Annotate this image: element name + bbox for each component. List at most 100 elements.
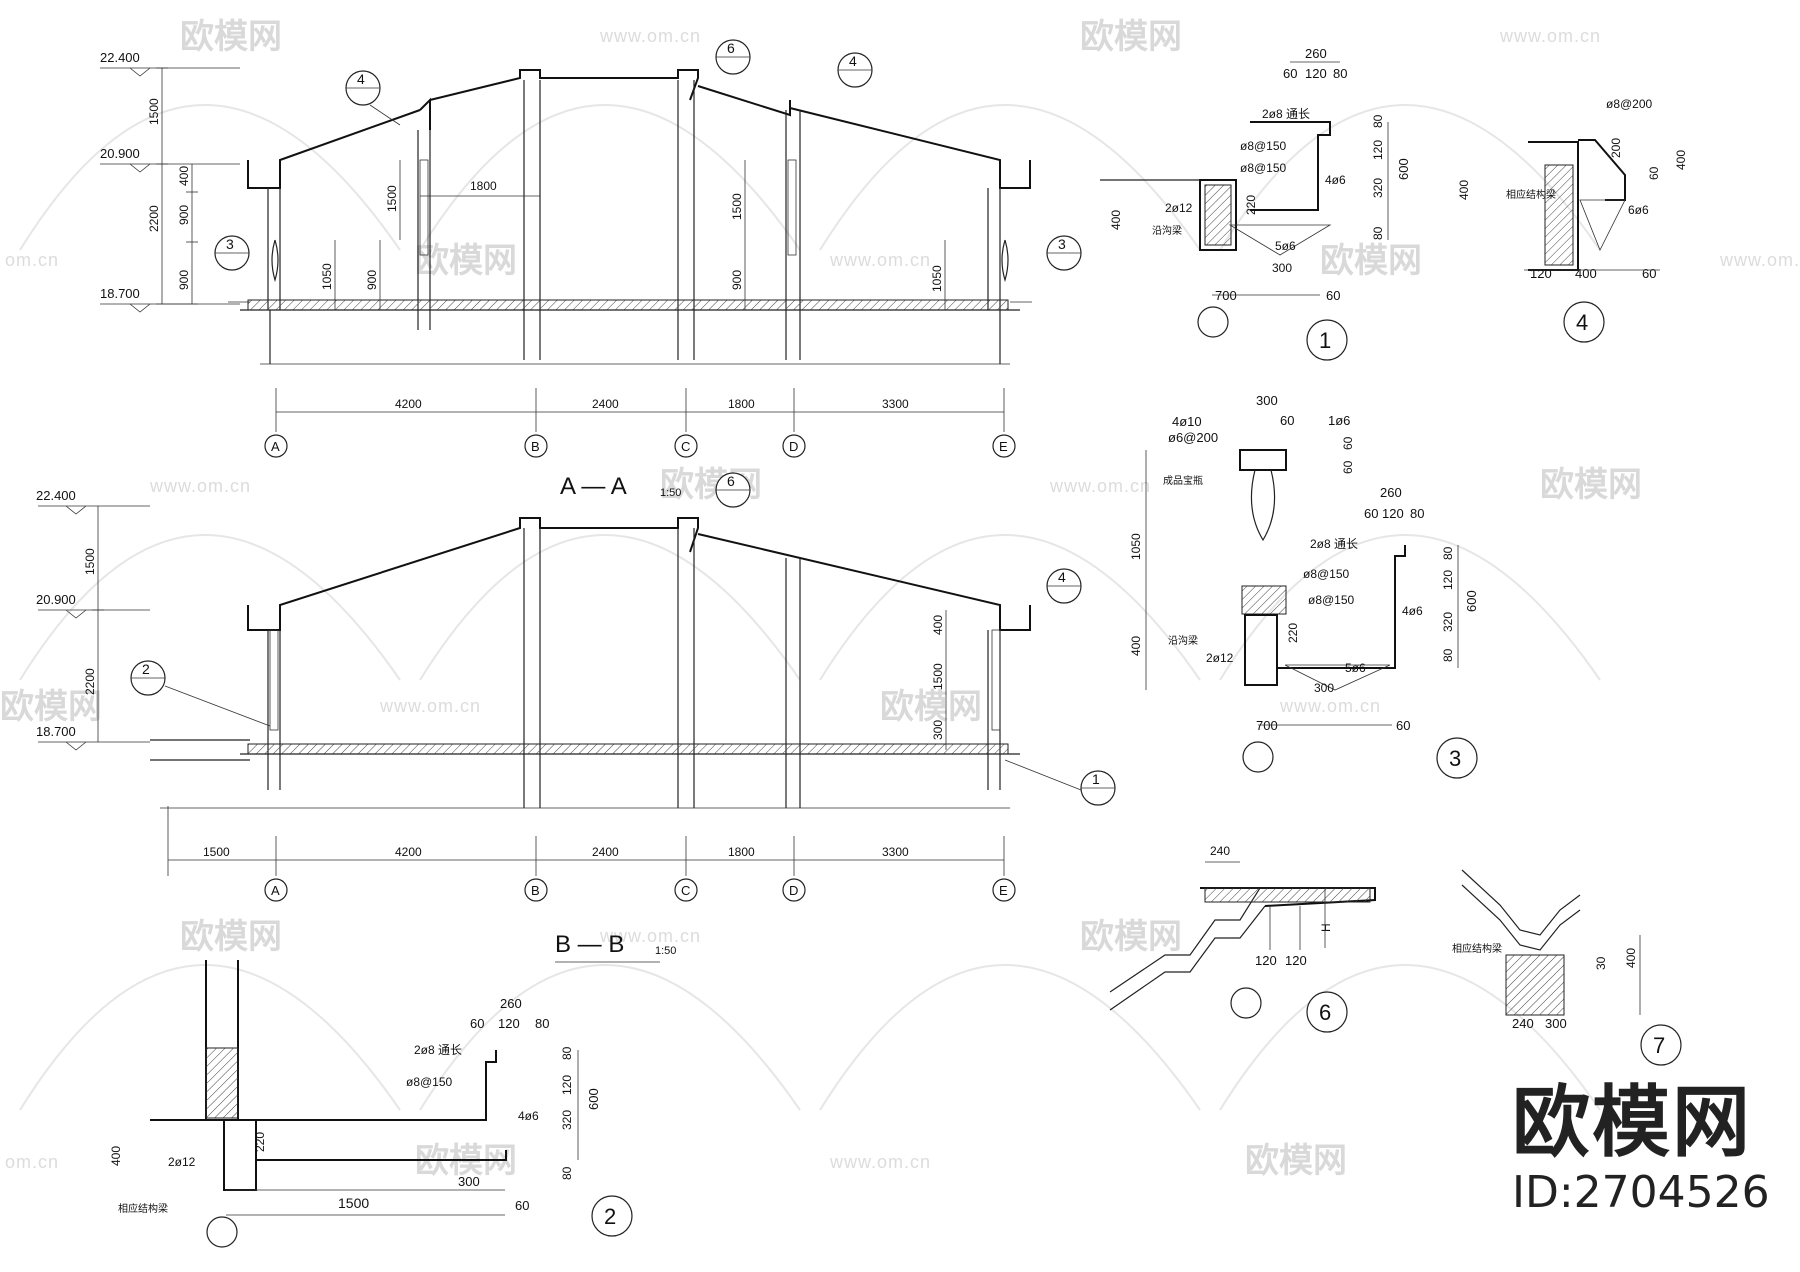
dim-label: 700 [1215,288,1237,303]
watermark-layer: 欧模网 欧模网 www.om.cn www.om.cn 欧模网 欧模网 om.c… [0,18,1800,1180]
callout-number: 4 [849,53,857,69]
watermark-url: www.om.cn [1279,696,1381,716]
elevation-label: 22.400 [100,50,140,65]
watermark-url: om.cn [5,250,59,270]
section-callouts: 6 4 2 1 [130,472,1116,806]
dim-label: 600 [1464,590,1479,612]
rebar-label: ø8@150 [1303,567,1350,581]
section-scale: 1:50 [655,945,676,957]
elevation-marks: 22.400 20.900 18.700 [36,488,150,751]
dim-label: 1500 [338,1195,369,1211]
watermark-url: om.cn [5,1152,59,1172]
inner-dimensions: 1800 1500 1050 900 1500 900 1050 [320,160,946,310]
beam-label: 相应结构梁 [118,1202,168,1215]
dim-label: 300 [458,1174,480,1189]
watermark-brand: 欧模网 [0,688,102,726]
detail-6: 240 H 120 120 6 [1109,844,1376,1033]
section-bb: 22.400 20.900 18.700 1500 2200 [36,472,1116,963]
axis-label: B [531,883,540,898]
dim-label: 320 [560,1110,574,1130]
axis-label: A [271,883,280,898]
dim-label: 300 [1545,1016,1567,1031]
detail-4: ø8@200 6ø6 200 60 400 400 120 400 60 相应结… [1457,97,1688,343]
detail-number: 2 [604,1204,616,1229]
section-outline [228,69,1032,365]
dim-label: 80 [1371,226,1385,240]
dim-label: 60 [1364,506,1378,521]
watermark-url: www.om.cn [379,696,481,716]
beam-label: 相应结构梁 [1506,188,1556,201]
detail-3: 300 60 1ø6 60 60 4ø10 ø6@200 成品宝瓶 260 60… [1129,393,1479,779]
dim-label: 60 [1326,288,1340,303]
rebar-label: 4ø10 [1172,414,1202,429]
rebar-label: ø8@150 [1240,139,1287,153]
axis-label: C [681,439,690,454]
detail-1: 260 60 120 80 2ø8 通长 ø8@150 ø8@150 4ø6 2… [1100,46,1411,361]
dim-label: 60 [1341,436,1355,450]
dim-label: 1050 [320,263,334,290]
dim-label: 900 [730,270,744,290]
dim-label: 260 [1380,485,1402,500]
dim-label: 80 [535,1016,549,1031]
dim-label: 320 [1441,612,1455,632]
dim-label: 220 [253,1132,267,1152]
detail-number: 4 [1576,310,1588,335]
rebar-label: 6ø6 [1628,203,1649,217]
watermark-url: www.om.cn [1719,250,1800,270]
section-title: B — B [555,931,624,958]
dim-label: 120 [1530,266,1552,281]
rebar-label: ø8@150 [406,1075,453,1089]
dim-label: 220 [1244,195,1258,215]
dim-label: 300 [1272,261,1292,275]
dim-label: 1800 [470,179,497,193]
detail-7: 30 400 240 300 相应结构梁 7 [1452,869,1682,1066]
rail-label: 成品宝瓶 [1163,474,1203,487]
detail-number: 6 [1319,1000,1331,1025]
dim-label: 80 [1441,546,1455,560]
dim-label: 60 [515,1198,529,1213]
dim-label: 2200 [83,668,97,695]
elevation-label: 18.700 [100,286,140,301]
dim-label: 60 [1396,718,1410,733]
beam-label: 相应结构梁 [1452,942,1502,955]
section-outline [150,517,1031,809]
dim-label: 1500 [730,193,744,220]
dim-label: 1050 [930,265,944,292]
section-aa: 22.400 20.900 18.700 1500 2200 400 900 9… [100,39,1082,500]
rebar-label: ø8@150 [1308,593,1355,607]
detail-number: 1 [1319,328,1331,353]
dim-label: 120 [1382,506,1404,521]
dim-label: 1500 [385,185,399,212]
dim-label: 60 [1283,66,1297,81]
section-title: A — A [560,473,627,500]
dim-label: H [1319,923,1333,932]
dim-label: 60 [1642,266,1656,281]
dim-label: 1050 [1129,533,1143,560]
span-label: 3300 [882,397,909,411]
dim-label: 60 [1280,413,1294,428]
rebar-label: 5ø6 [1345,661,1366,675]
callout-number: 4 [1058,569,1066,585]
span-label: 2400 [592,845,619,859]
elevation-label: 20.900 [36,592,76,607]
rebar-label: 4ø6 [1402,604,1423,618]
watermark-url: www.om.cn [149,476,251,496]
rebar-label: 2ø8 通长 [1310,537,1358,551]
callout-number: 6 [727,473,735,489]
watermark-brand: 欧模网 [1080,18,1182,56]
watermark-url: www.om.cn [1049,476,1151,496]
dim-label: 30 [1594,956,1608,970]
dim-label: 80 [1441,648,1455,662]
inner-dimensions: 400 1500 300 [931,610,947,750]
dim-label: 1500 [931,663,945,690]
dim-label: 400 [1109,210,1123,230]
axis-label: E [999,883,1008,898]
callout-number: 2 [142,661,150,677]
dim-label: 600 [1396,158,1411,180]
detail-number: 7 [1653,1033,1665,1058]
dim-label: 80 [1410,506,1424,521]
dim-label: 260 [1305,46,1327,61]
dim-label: 400 [1129,636,1143,656]
dim-label: 120 [1255,953,1277,968]
dim-label: 120 [560,1075,574,1095]
